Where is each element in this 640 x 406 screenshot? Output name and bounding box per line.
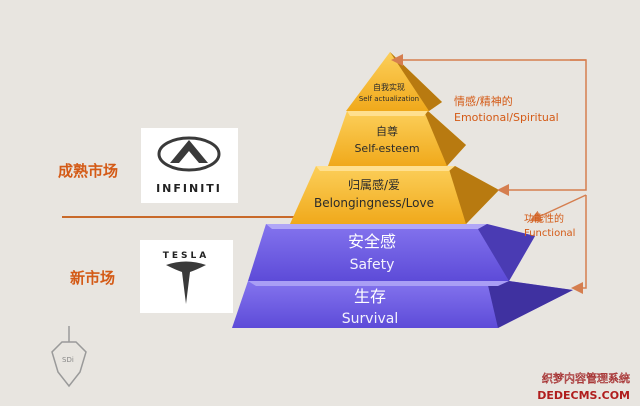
self-actualization-en: Self actualization xyxy=(359,95,419,103)
pyramid-level-survival: 生存 Survival xyxy=(232,281,573,328)
tesla-logo: TESLA xyxy=(140,240,233,313)
infiniti-wordmark: INFINITI xyxy=(156,182,222,195)
functional-en: Functional xyxy=(524,228,575,239)
functional-bracket: 功能性的 Functional xyxy=(524,194,587,294)
self-actualization-cn: 自我实现 xyxy=(373,82,405,92)
survival-en: Survival xyxy=(342,311,398,327)
pyramid: 生存 Survival 安全感 Safety 归属感/爱 Belongingne… xyxy=(232,52,573,328)
self-esteem-en: Self-esteem xyxy=(354,142,419,155)
emotional-cn: 情感/精神的 xyxy=(454,94,513,108)
tesla-wordmark: TESLA xyxy=(163,251,209,261)
pyramid-level-belongingness: 归属感/爱 Belongingness/Love xyxy=(290,166,499,224)
spinning-top-icon: SDi xyxy=(51,326,87,388)
watermark: 织梦内容管理系统 DEDECMS.COM xyxy=(537,371,630,402)
emotional-bracket: 情感/精神的 Emotional/Spiritual xyxy=(391,54,587,196)
watermark-line1: 织梦内容管理系统 xyxy=(542,371,630,385)
infiniti-logo: INFINITI xyxy=(141,128,238,203)
safety-cn: 安全感 xyxy=(348,232,396,251)
safety-en: Safety xyxy=(350,257,395,273)
emotional-en: Emotional/Spiritual xyxy=(454,111,559,124)
survival-cn: 生存 xyxy=(354,287,386,306)
pyramid-level-self-esteem: 自尊 Self-esteem xyxy=(328,111,466,166)
watermark-line2: DEDECMS.COM xyxy=(537,389,630,402)
mature-market-label: 成熟市场 xyxy=(58,162,118,180)
pyramid-level-safety: 安全感 Safety xyxy=(248,224,535,281)
spinner-label: SDi xyxy=(62,356,74,364)
new-market-label: 新市场 xyxy=(70,269,115,287)
functional-cn: 功能性的 xyxy=(524,212,564,225)
self-esteem-cn: 自尊 xyxy=(376,124,398,138)
pyramid-level-self-actualization: 自我实现 Self actualization xyxy=(346,52,442,111)
belongingness-en: Belongingness/Love xyxy=(314,196,434,210)
belongingness-cn: 归属感/爱 xyxy=(348,177,400,192)
